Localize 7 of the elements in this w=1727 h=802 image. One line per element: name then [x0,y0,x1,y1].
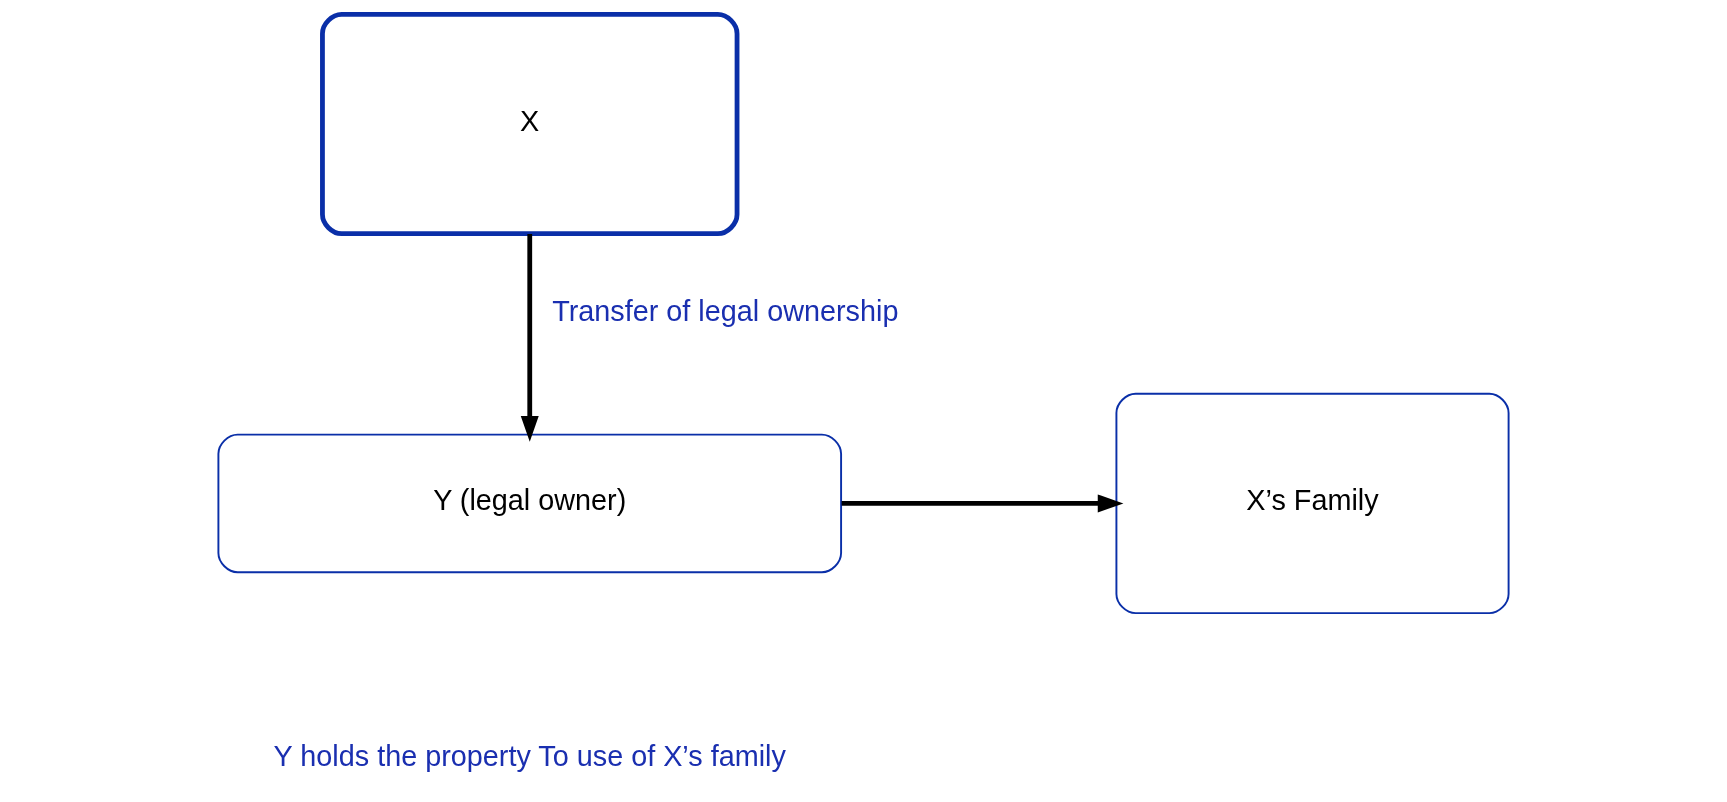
node-box: X [320,12,740,237]
edge-label: Transfer of legal ownership [552,294,899,327]
node-box: X’s Family [1115,392,1510,615]
label: Y holds the property To use of X’s family [273,739,786,772]
arrow [841,494,1124,513]
arrow [520,234,539,442]
node-box: Y (legal owner) [217,433,843,574]
